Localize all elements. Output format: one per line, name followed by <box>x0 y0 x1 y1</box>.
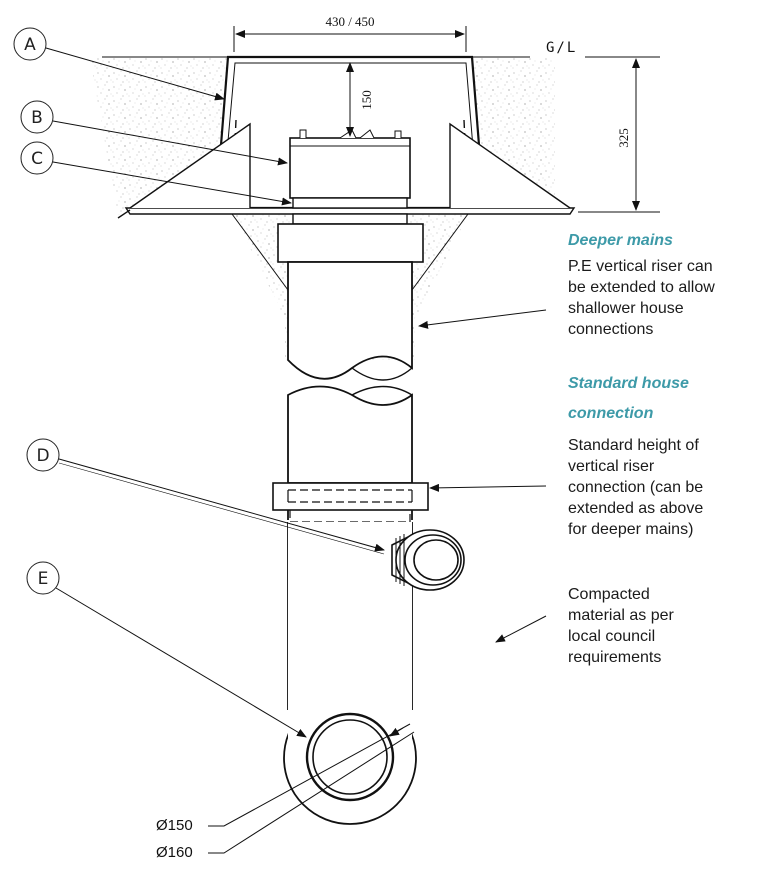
compacted-note: Compacted material as per local council … <box>568 584 758 668</box>
deeper-mains-line: connections <box>568 321 654 338</box>
flange-plate <box>117 122 576 219</box>
balloon-c: C <box>20 141 292 206</box>
standard-connection-note: Standard height of vertical riser connec… <box>568 435 758 540</box>
deeper-mains-note: P.E vertical riser can be extended to al… <box>568 256 758 340</box>
riser-socket <box>277 223 424 263</box>
standard-connection-heading-line1: Standard house <box>568 375 689 392</box>
depth-dimension-label: 150 <box>359 90 374 110</box>
side-connection <box>391 529 465 591</box>
deeper-mains-heading: Deeper mains <box>568 232 673 249</box>
standard-connection-line: connection (can be <box>568 479 704 496</box>
inner-diameter-label: Ø150 <box>156 817 193 834</box>
balloon-e-letter: E <box>38 569 49 589</box>
height-dimension-label: 325 <box>616 128 631 148</box>
balloon-a: A <box>13 27 225 101</box>
compacted-line: local council <box>568 628 656 645</box>
diameter-leaders <box>208 723 415 854</box>
balloon-b: B <box>20 100 288 166</box>
outer-diameter-label: Ø160 <box>156 844 193 861</box>
soil-fill <box>90 58 555 360</box>
deeper-mains-arrow <box>418 309 547 329</box>
height-dimension <box>578 58 660 213</box>
balloon-c-letter: C <box>31 149 43 169</box>
standard-connection-line: Standard height of <box>568 437 699 454</box>
width-dimension <box>233 26 467 52</box>
deeper-mains-line: be extended to allow <box>568 279 715 296</box>
coupling <box>272 482 429 523</box>
lid <box>289 129 411 199</box>
compacted-line: material as per <box>568 607 674 624</box>
balloon-d-letter: D <box>36 446 49 466</box>
balloon-a-letter: A <box>24 35 36 55</box>
width-dimension-label: 430 / 450 <box>325 14 374 29</box>
standard-connection-line: extended as above <box>568 500 704 517</box>
compacted-line: Compacted <box>568 586 650 603</box>
standard-connection-line: for deeper mains) <box>568 521 694 538</box>
cone <box>231 213 469 291</box>
balloon-b-letter: B <box>31 108 43 128</box>
riser-pipe-upper <box>287 261 413 381</box>
deeper-mains-line: shallower house <box>568 300 684 317</box>
balloon-d: D <box>26 438 385 555</box>
deeper-mains-line: P.E vertical riser can <box>568 258 713 275</box>
riser-pipe-lower <box>287 385 413 520</box>
ground-level-label: G/L <box>546 40 577 56</box>
standard-connection-heading-line2: connection <box>568 405 654 422</box>
compacted-line: requirements <box>568 649 662 666</box>
compacted-arrow <box>495 615 547 643</box>
standard-connection-arrow <box>429 483 547 492</box>
standard-connection-line: vertical riser <box>568 458 655 475</box>
balloon-e: E <box>26 561 307 738</box>
